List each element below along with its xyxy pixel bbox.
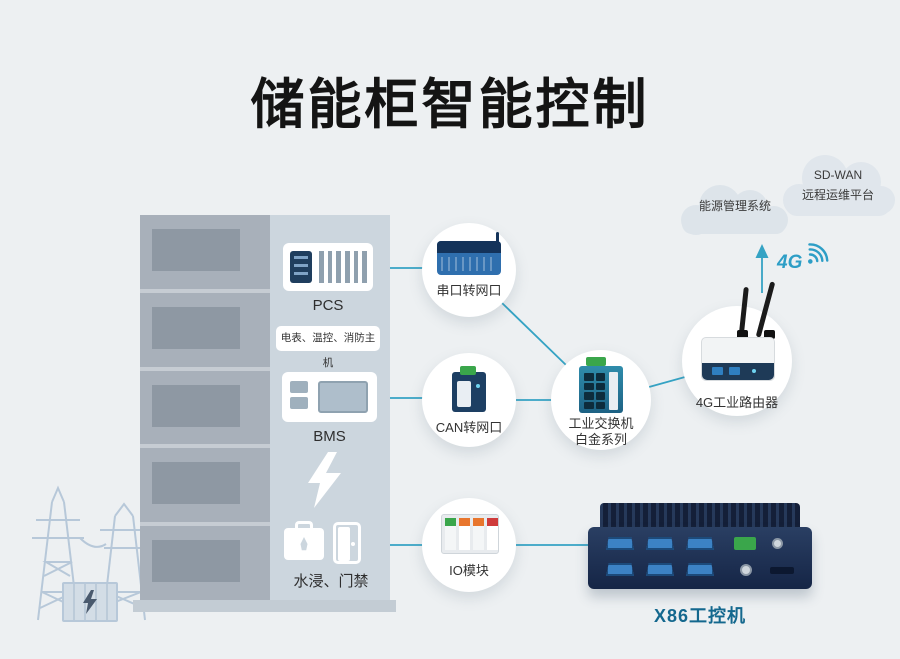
cabinet-cell xyxy=(140,215,270,293)
serial-port-icon xyxy=(606,537,634,550)
x86-computer-icon xyxy=(588,527,812,589)
can-converter-device-icon xyxy=(452,366,486,412)
page-title: 储能柜智能控制 xyxy=(250,75,650,135)
4g-signal-label: 4G xyxy=(777,252,803,273)
antenna-connector-icon xyxy=(772,538,783,549)
cabinet-cell xyxy=(140,371,270,449)
power-container-icon xyxy=(62,582,118,622)
industrial-switch-device-icon xyxy=(579,357,623,413)
io-module-label: IO模块 xyxy=(449,563,489,578)
io-module-device-icon xyxy=(441,514,499,554)
meter-temp-fire-label: 电表、温控、消防主机 xyxy=(276,326,380,369)
pcs-label: PCS xyxy=(312,297,344,314)
lightning-small-icon xyxy=(83,590,97,614)
antenna-mount-icon xyxy=(737,330,748,339)
ems-cloud-icon xyxy=(681,185,788,235)
ethernet-ports-icon xyxy=(584,373,605,409)
lightning-icon xyxy=(308,452,341,508)
sdwan-cloud-label-line1: SD-WAN xyxy=(813,168,863,182)
bms-device-icon xyxy=(282,372,377,422)
ems-cloud-label: 能源管理系统 xyxy=(698,199,771,213)
cabinet-base xyxy=(133,600,396,612)
cabinet-cell xyxy=(140,526,270,600)
bms-label: BMS xyxy=(313,428,346,445)
bms-screen-icon xyxy=(318,381,368,413)
x86-heatsink-icon xyxy=(600,503,800,527)
cabinet-cell xyxy=(140,448,270,527)
serial-port-icon xyxy=(686,563,714,576)
pcs-device-icon xyxy=(283,243,373,291)
x86-computer-label: X86工控机 xyxy=(653,606,747,626)
storage-cabinet-body xyxy=(140,215,270,600)
antenna-mount-icon xyxy=(764,330,775,339)
4g-router-device-icon xyxy=(701,337,775,381)
water-door-label: 水浸、门禁 xyxy=(293,573,369,590)
pcs-modules-icon xyxy=(319,251,368,283)
door-access-icon xyxy=(333,522,361,564)
switch-label-line1: 工业交换机 xyxy=(568,416,634,431)
terminal-block-icon xyxy=(460,366,476,375)
cabinet-cell xyxy=(140,293,270,371)
serial-port-icon xyxy=(606,563,634,576)
router-ports-icon xyxy=(702,363,774,380)
serial-server-label: 串口转网口 xyxy=(436,283,502,298)
water-sensor-icon xyxy=(284,521,324,560)
sdwan-cloud-label-line2: 远程运维平台 xyxy=(801,188,874,202)
serial-server-device-icon xyxy=(437,241,501,275)
power-terminal-icon xyxy=(734,537,756,550)
4g-router-label: 4G工业路由器 xyxy=(695,395,779,410)
serial-port-icon xyxy=(646,563,674,576)
can-converter-label: CAN转网口 xyxy=(435,420,503,435)
sim-slot-icon xyxy=(770,567,794,574)
antenna-connector-icon xyxy=(740,564,752,576)
sdwan-cloud-icon xyxy=(783,155,895,216)
led-icon xyxy=(476,384,480,388)
serial-port-icon xyxy=(686,537,714,550)
pcs-controller-icon xyxy=(290,251,312,283)
wifi-signal-icon xyxy=(808,243,829,264)
terminal-block-icon xyxy=(586,357,606,366)
switch-label-line2: 白金系列 xyxy=(574,432,627,447)
serial-port-icon xyxy=(646,537,674,550)
water-drop-icon xyxy=(300,537,308,551)
serial-antenna-icon xyxy=(496,232,499,243)
